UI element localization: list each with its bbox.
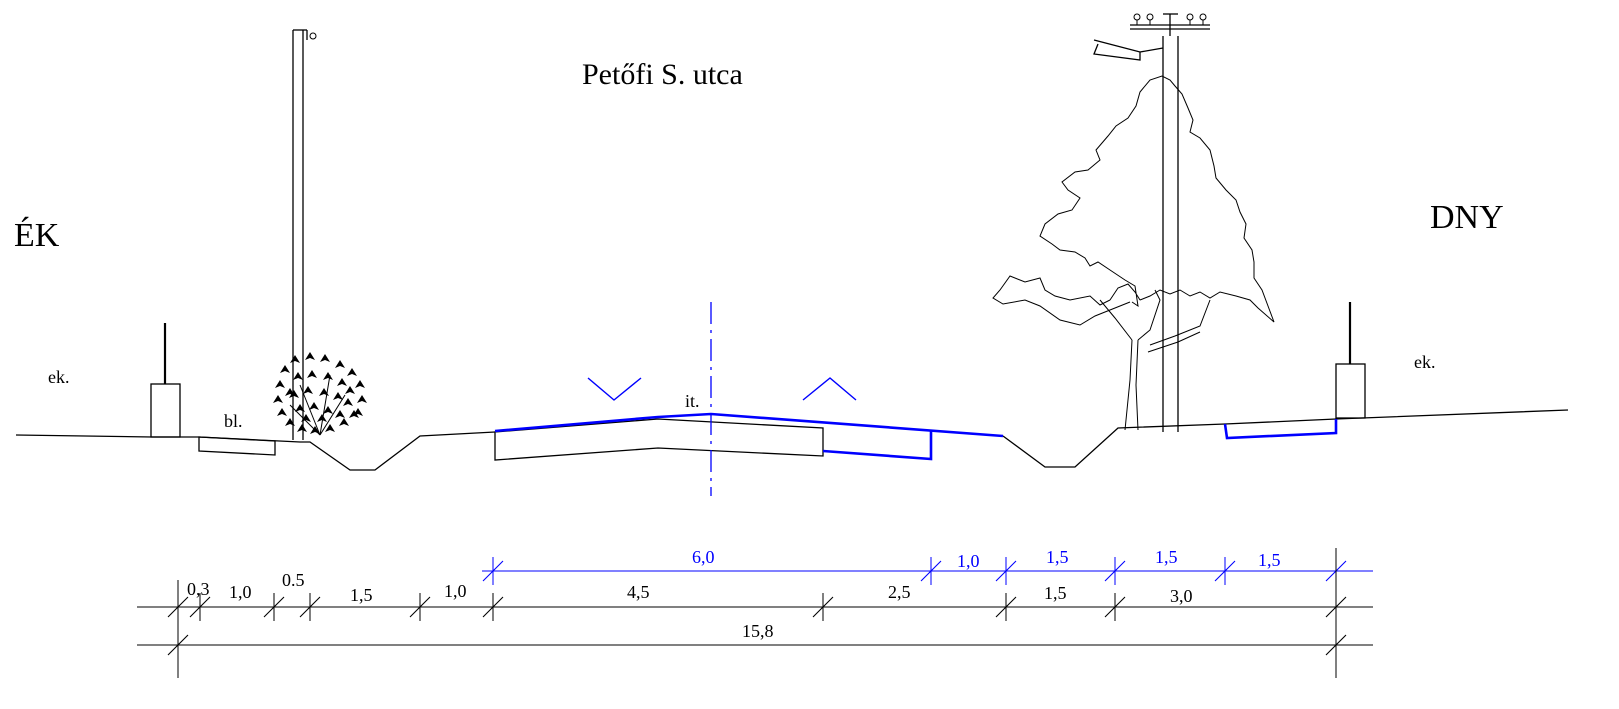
- bush-leaf: [303, 386, 313, 394]
- bush-leaf: [347, 368, 357, 376]
- proposed-road-surface: [494, 412, 1004, 438]
- tree-icon: [992, 75, 1275, 431]
- dim-blue-2: 1,0: [957, 551, 980, 571]
- bush-leaf: [320, 354, 330, 362]
- bush-leaf: [317, 414, 327, 422]
- bush-leaf: [343, 398, 353, 406]
- bush-leaf: [280, 365, 290, 373]
- bush-leaf: [335, 360, 345, 368]
- bush-leaf: [273, 395, 283, 403]
- bush-leaf: [339, 418, 349, 426]
- ek-right-label: ek.: [1414, 352, 1436, 372]
- bush-leaf: [345, 386, 355, 394]
- dim-row1-3: 0.5: [282, 570, 305, 590]
- bush-leaf: [275, 380, 285, 388]
- dim-blue-1: 6,0: [692, 547, 715, 567]
- bush-leaf: [293, 372, 303, 380]
- bush-leaf: [305, 352, 315, 360]
- dim-row1-5: 1,0: [444, 581, 467, 601]
- bush-leaf: [357, 395, 367, 403]
- ek-left-label: ek.: [48, 367, 70, 387]
- bush-leaf: [325, 424, 335, 432]
- bush-leaf: [297, 424, 307, 432]
- direction-left-label: ÉK: [14, 217, 60, 254]
- bush-stem: [319, 374, 331, 436]
- bush-stem: [299, 384, 321, 436]
- bush-leaf: [295, 404, 305, 412]
- bush-stem: [289, 404, 321, 436]
- existing-sidewalk-left: [198, 436, 276, 456]
- existing-ground-right: [1002, 409, 1569, 468]
- bush-leaf: [290, 355, 300, 363]
- bush-leaf: [301, 414, 311, 422]
- bush-leaf: [349, 410, 359, 418]
- utility-pole-right: [1093, 13, 1210, 432]
- street-title: Petőfi S. utca: [582, 58, 743, 91]
- dim-row1-9: 3,0: [1170, 586, 1193, 606]
- fence-right: [1335, 302, 1366, 419]
- dim-row1-1: 0,3: [187, 579, 210, 599]
- bush-leaf: [323, 406, 333, 414]
- bush-leaf: [289, 390, 299, 398]
- utility-pole-left: [292, 29, 317, 440]
- it-label: it.: [685, 391, 700, 411]
- bush-leaf: [309, 402, 319, 410]
- direction-right-label: DNY: [1430, 199, 1504, 236]
- existing-ground-line: [15, 431, 496, 471]
- dim-row1-2: 1,0: [229, 582, 252, 602]
- bush-leaf: [277, 408, 287, 416]
- bush-stem: [319, 394, 346, 436]
- dim-total: 15,8: [742, 621, 774, 641]
- dimension-lines: [137, 548, 1373, 678]
- bush-leaf: [335, 410, 345, 418]
- existing-pavement: [494, 418, 824, 461]
- bush-leaf: [285, 388, 295, 396]
- bush-icon: [273, 352, 367, 436]
- bush-leaf: [285, 418, 295, 426]
- dim-row1-7: 2,5: [888, 582, 911, 602]
- bl-label: bl.: [224, 411, 243, 431]
- dim-row1-4: 1,5: [350, 585, 373, 605]
- proposed-sidewalk-right: [1223, 419, 1338, 440]
- dim-blue-3: 1,5: [1046, 547, 1069, 567]
- proposed-widening: [822, 431, 933, 461]
- dim-blue-5: 1,5: [1258, 550, 1281, 570]
- dim-row1-6: 4,5: [627, 582, 650, 602]
- slope-chevron-right: [802, 377, 857, 401]
- bush-leaf: [355, 380, 365, 388]
- bush-leaf: [337, 378, 347, 386]
- dim-row1-8: 1,5: [1044, 583, 1067, 603]
- bush-leaf: [323, 372, 333, 380]
- bush-leaf: [333, 392, 343, 400]
- slope-chevron-left: [587, 377, 642, 401]
- dim-blue-4: 1,5: [1155, 547, 1178, 567]
- bush-leaf: [307, 370, 317, 378]
- fence-left: [150, 323, 181, 438]
